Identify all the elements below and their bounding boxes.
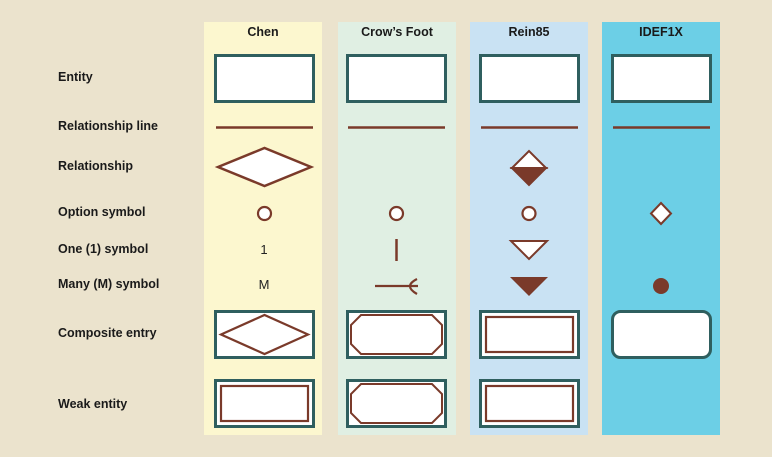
row-label-entity: Entity	[58, 70, 93, 84]
one-triangle-rein85	[508, 240, 550, 261]
row-label-relationship: Relationship	[58, 159, 134, 173]
entity-symbol-rein85	[479, 54, 580, 103]
row-label-relationship-line: Relationship line	[58, 119, 159, 133]
entity-symbol-crows-foot	[346, 54, 447, 103]
weak-entity-rein85	[479, 379, 580, 428]
header-crows-foot: Crow’s Foot	[361, 25, 433, 39]
row-label-many-symbol: Many (M) symbol	[58, 277, 160, 291]
header-chen: Chen	[247, 25, 279, 39]
one-symbol-chen: 1	[260, 242, 268, 257]
option-circle-crows-foot	[388, 205, 405, 222]
option-circle-chen	[256, 205, 273, 222]
relationship-diamond-rein85	[509, 149, 549, 187]
header-rein85: Rein85	[508, 25, 550, 39]
many-symbol-chen: M	[258, 277, 270, 292]
composite-entry-idef1x	[611, 310, 712, 359]
many-dot-idef1x	[653, 278, 669, 294]
weak-entity-chen	[214, 379, 315, 428]
row-label-one-symbol: One (1) symbol	[58, 242, 149, 256]
many-crowsfoot-symbol	[375, 278, 418, 295]
row-label-weak-entity: Weak entity	[58, 397, 128, 411]
option-circle-rein85	[521, 205, 537, 222]
composite-entry-crows-foot	[346, 310, 447, 359]
header-idef1x: IDEF1X	[639, 25, 683, 39]
composite-entry-rein85	[479, 310, 580, 359]
weak-entity-crows-foot	[346, 379, 447, 428]
entity-symbol-idef1x	[611, 54, 712, 103]
row-label-option-symbol: Option symbol	[58, 205, 146, 219]
option-diamond-idef1x	[649, 201, 673, 226]
many-triangle-rein85	[510, 277, 548, 296]
entity-symbol-chen	[214, 54, 315, 103]
relationship-diamond-chen	[214, 146, 315, 188]
composite-entry-chen	[214, 310, 315, 359]
row-label-composite-entry: Composite entry	[58, 326, 157, 340]
